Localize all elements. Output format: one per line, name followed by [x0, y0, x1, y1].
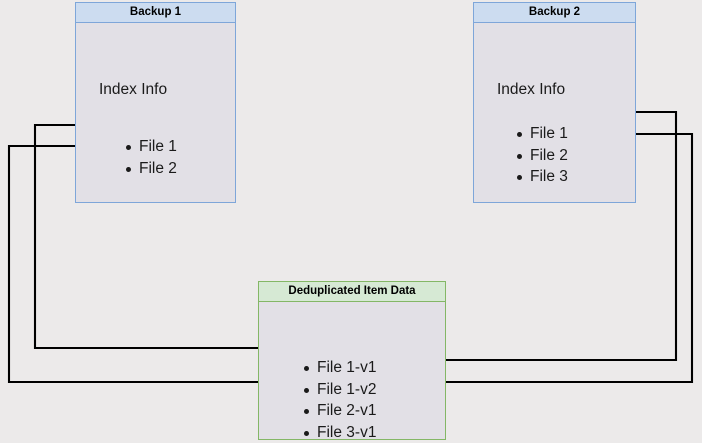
list-item: File 3 [515, 166, 568, 188]
list-item: File 1-v1 [302, 357, 376, 379]
dedup-file-list: File 1-v1 File 1-v2 File 2-v1 File 3-v1 [302, 357, 376, 443]
backup-2-box[interactable]: Backup 2 Index Info File 1 File 2 File 3 [473, 2, 636, 203]
list-item: File 1 [124, 136, 177, 158]
backup-2-header: Backup 2 [474, 3, 635, 23]
backup-1-file-list: File 1 File 2 [124, 136, 177, 179]
list-item: File 1 [515, 123, 568, 145]
list-item: File 2 [124, 158, 177, 180]
list-item: File 3-v1 [302, 422, 376, 443]
list-item: File 2 [515, 145, 568, 167]
deduplicated-item-data-box[interactable]: Deduplicated Item Data File 1-v1 File 1-… [258, 281, 446, 440]
list-item: File 2-v1 [302, 400, 376, 422]
list-item: File 1-v2 [302, 379, 376, 401]
deduplicated-item-data-header: Deduplicated Item Data [259, 282, 445, 302]
backup-2-file-list: File 1 File 2 File 3 [515, 123, 568, 188]
backup-1-index-label: Index Info [99, 81, 167, 99]
backup-1-box[interactable]: Backup 1 Index Info File 1 File 2 [75, 2, 236, 203]
backup-1-header: Backup 1 [76, 3, 235, 23]
backup-2-index-label: Index Info [497, 81, 565, 99]
